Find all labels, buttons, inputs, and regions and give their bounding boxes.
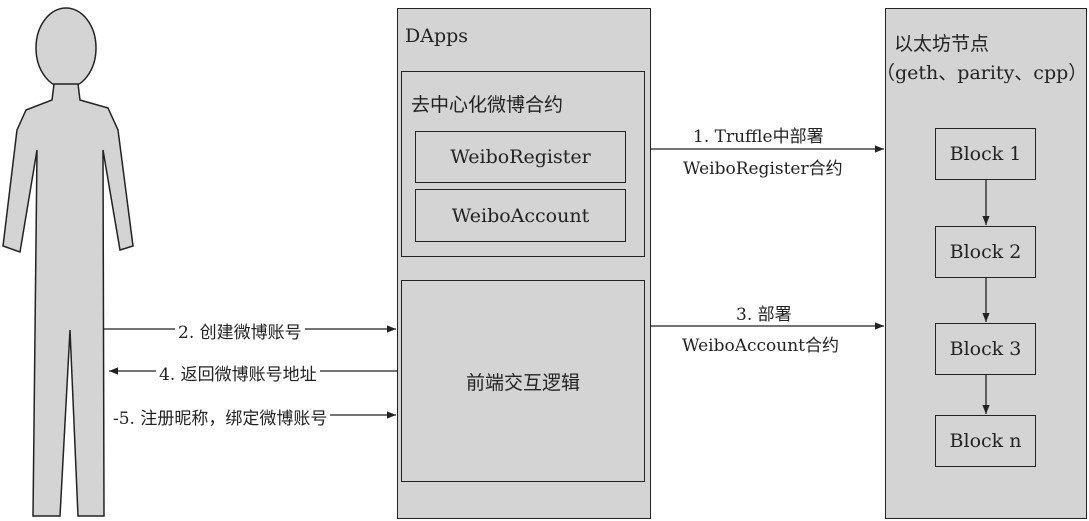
arrow-2-label: 2. 创建微博账号 (175, 318, 305, 343)
weibo-account-contract: WeiboAccount (415, 189, 626, 242)
arrow-3-label-line1: 3. 部署 (736, 305, 792, 325)
arrow-4-label: 4. 返回微博账号地址 (156, 360, 320, 385)
arrow-3-label-line2: WeiboAccount合约 (682, 336, 839, 356)
dapps-title: DApps (405, 25, 469, 47)
user-figure (2, 7, 134, 517)
frontend-logic-box: 前端交互逻辑 (401, 280, 645, 482)
arrow-5-label: -5. 注册昵称，绑定微博账号 (110, 404, 331, 429)
contract-group-title: 去中心化微博合约 (411, 94, 564, 116)
ethereum-node-title: 以太坊节点 (894, 33, 990, 55)
arrow-1-label-line2: WeiboRegister合约 (683, 159, 843, 179)
block-2: Block 2 (935, 226, 1036, 278)
weibo-register-contract: WeiboRegister (415, 131, 626, 183)
ethereum-node-clients: （geth、parity、cpp） (876, 62, 1088, 84)
block-1: Block 1 (935, 128, 1036, 180)
block-n: Block n (935, 415, 1036, 467)
arrow-1-label-line1: 1. Truffle中部署 (693, 127, 824, 147)
block-3: Block 3 (935, 323, 1036, 375)
